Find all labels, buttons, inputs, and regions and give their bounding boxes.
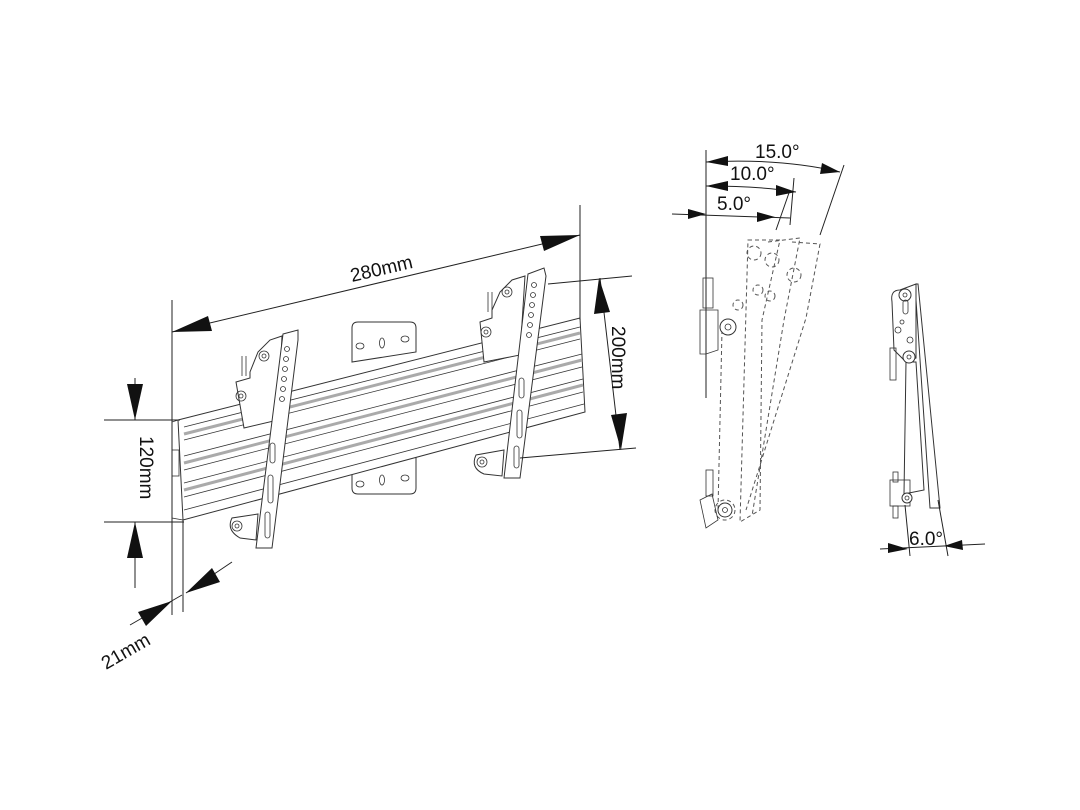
tilt-5-label: 5.0°	[717, 194, 751, 215]
tilt-15-label: 15.0°	[755, 142, 800, 163]
rail-height-label: 120mm	[135, 436, 156, 499]
height-label: 200mm	[607, 326, 628, 389]
profile-angle-label: 6.0°	[909, 529, 943, 550]
tilt-positions-dashed	[714, 237, 821, 523]
right-bracket	[473, 267, 547, 479]
dimension-200mm: 200mm	[519, 275, 637, 459]
bottom-wall-plate	[351, 455, 417, 495]
tilt-10-label: 10.0°	[730, 164, 775, 185]
perspective-view	[171, 267, 586, 549]
top-wall-plate	[351, 321, 417, 363]
hinge-bottom	[699, 469, 733, 529]
left-bracket	[229, 329, 299, 549]
tilt-side-view: 15.0° 10.0° 5.0°	[671, 142, 845, 529]
dimension-21mm: 21mm	[98, 520, 233, 675]
profile-view: 6.0°	[879, 283, 986, 557]
depth-label: 21mm	[98, 630, 154, 675]
dimension-120mm: 120mm	[104, 378, 184, 588]
hinge-top	[699, 277, 737, 355]
